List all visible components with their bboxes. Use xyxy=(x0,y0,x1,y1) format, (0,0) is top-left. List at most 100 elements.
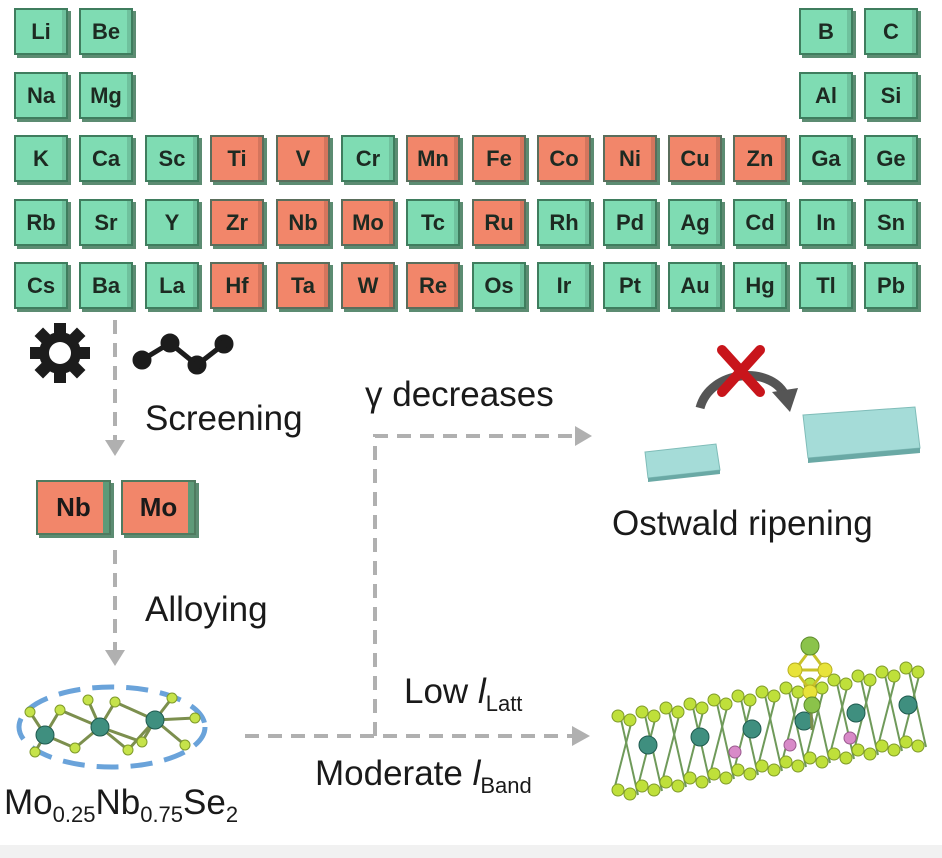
lattice-se-atom xyxy=(791,685,805,699)
lattice-se-atom xyxy=(827,747,841,761)
formula-sub1: 0.25 xyxy=(52,802,96,827)
lattice-se-atom xyxy=(887,669,901,683)
element-tile-os: Os xyxy=(472,262,526,309)
lattice-se-atom xyxy=(647,783,661,797)
alloying-arrow xyxy=(105,550,125,666)
lattice-se-atom xyxy=(743,693,757,707)
selenium-atom xyxy=(24,706,36,718)
element-tile-cu: Cu xyxy=(668,135,722,182)
element-tile-cd: Cd xyxy=(733,199,787,246)
lattice-se-atom xyxy=(671,779,685,793)
lattice-bond xyxy=(859,674,879,756)
formula-el3: Se xyxy=(183,783,226,822)
lattice-se-atom xyxy=(719,771,733,785)
small-flake xyxy=(644,443,721,482)
element-tile-fe: Fe xyxy=(472,135,526,182)
lattice-se-atom xyxy=(863,747,877,761)
element-tile-sr: Sr xyxy=(79,199,133,246)
lattice-se-atom xyxy=(779,681,793,695)
branch-arrow xyxy=(373,426,592,736)
formula-el2: Nb xyxy=(95,783,141,822)
lattice-se-atom xyxy=(803,751,817,765)
selected-element-mo: Mo xyxy=(121,480,196,535)
element-tile-ga: Ga xyxy=(799,135,853,182)
lattice-se-atom xyxy=(899,735,913,749)
element-tile-ag: Ag xyxy=(668,199,722,246)
selenium-atom xyxy=(54,704,66,716)
element-tile-co: Co xyxy=(537,135,591,182)
element-tile-li: Li xyxy=(14,8,68,55)
lattice-se-atom xyxy=(779,755,793,769)
lattice-metal-atom xyxy=(690,727,710,747)
element-tile-sn: Sn xyxy=(864,199,918,246)
element-tile-pd: Pd xyxy=(603,199,657,246)
lattice-se-atom xyxy=(623,713,637,727)
lattice-accent-atom xyxy=(728,745,742,759)
element-tile-ba: Ba xyxy=(79,262,133,309)
lattice-metal-atom xyxy=(898,695,918,715)
metal-atom xyxy=(90,717,110,737)
lattice-se-atom xyxy=(719,697,733,711)
lattice-bond xyxy=(619,714,639,796)
element-tile-ir: Ir xyxy=(537,262,591,309)
selenium-atom xyxy=(69,742,81,754)
moderate-band-label: Moderate lBand xyxy=(315,754,532,799)
lattice-se-atom xyxy=(731,763,745,777)
element-tile-c: C xyxy=(864,8,918,55)
lattice-accent-atom xyxy=(843,731,857,745)
lattice-metal-atom xyxy=(846,703,866,723)
formula-sub2: 0.75 xyxy=(140,802,184,827)
lattice-bond xyxy=(667,706,687,788)
lattice-se-atom xyxy=(899,661,913,675)
selenium-atom xyxy=(189,712,201,724)
lattice-se-atom xyxy=(659,775,673,789)
lattice-metal-atom xyxy=(638,735,658,755)
formula-sub3: 2 xyxy=(225,802,239,827)
element-tile-re: Re xyxy=(406,262,460,309)
element-tile-k: K xyxy=(14,135,68,182)
moderate-band-var: l xyxy=(472,754,481,793)
selenium-atom xyxy=(82,694,94,706)
element-tile-sc: Sc xyxy=(145,135,199,182)
lattice-se-atom xyxy=(755,759,769,773)
lattice-se-atom xyxy=(647,709,661,723)
element-tile-cr: Cr xyxy=(341,135,395,182)
element-tile-tl: Tl xyxy=(799,262,853,309)
element-tile-zn: Zn xyxy=(733,135,787,182)
gamma-decreases-label: γ decreases xyxy=(365,375,554,414)
element-tile-pt: Pt xyxy=(603,262,657,309)
element-tile-v: V xyxy=(276,135,330,182)
lattice-se-atom xyxy=(791,759,805,773)
lattice-se-atom xyxy=(839,751,853,765)
lattice-se-atom xyxy=(875,739,889,753)
moderate-band-sub: Band xyxy=(480,773,532,798)
lattice-se-atom xyxy=(743,767,757,781)
element-tile-w: W xyxy=(341,262,395,309)
element-tile-ta: Ta xyxy=(276,262,330,309)
lattice-se-atom xyxy=(683,697,697,711)
lattice-se-atom xyxy=(707,767,721,781)
lattice-bond xyxy=(709,703,729,775)
metal-atom xyxy=(145,710,165,730)
element-tile-hf: Hf xyxy=(210,262,264,309)
metal-atom xyxy=(35,725,55,745)
lattice-se-atom xyxy=(839,677,853,691)
lattice-bond xyxy=(763,690,783,772)
lattice-se-atom xyxy=(827,673,841,687)
element-tile-cs: Cs xyxy=(14,262,68,309)
screening-label: Screening xyxy=(145,399,303,438)
element-tile-rb: Rb xyxy=(14,199,68,246)
lattice-accent-atom xyxy=(783,738,797,752)
moderate-band-prefix: Moderate xyxy=(315,754,473,793)
main-flow-arrow xyxy=(245,726,590,746)
element-tile-rh: Rh xyxy=(537,199,591,246)
bottom-strip xyxy=(0,845,942,858)
lattice-se-atom xyxy=(611,783,625,797)
lattice-bond xyxy=(781,691,801,763)
surface-cluster xyxy=(787,636,833,731)
large-flake xyxy=(802,406,921,463)
lattice-se-atom xyxy=(815,755,829,769)
element-tile-y: Y xyxy=(145,199,199,246)
lattice-se-atom xyxy=(875,665,889,679)
element-tile-ru: Ru xyxy=(472,199,526,246)
